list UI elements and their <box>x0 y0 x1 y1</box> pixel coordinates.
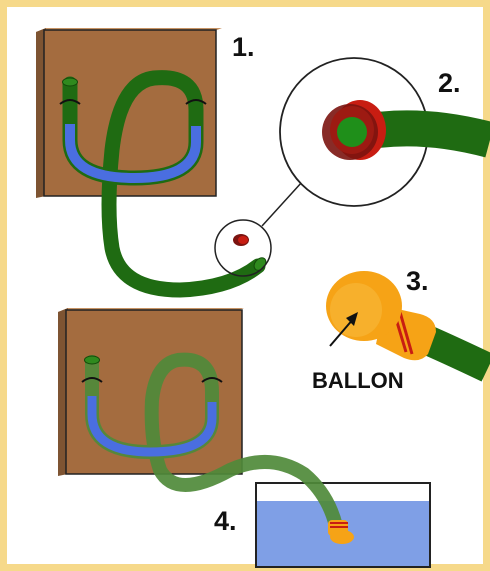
balloon-assembly <box>326 271 490 382</box>
step-1-label: 1. <box>232 32 255 62</box>
step-2-label: 2. <box>438 68 461 98</box>
step1-board <box>36 28 222 198</box>
ballon-label: BALLON <box>312 368 404 393</box>
step1-hose <box>59 70 267 298</box>
ballon-arrow <box>329 312 358 347</box>
zoom-circle <box>279 57 490 207</box>
small-magnifier <box>214 181 303 277</box>
step-4-label: 4. <box>214 506 237 536</box>
step-3-label: 3. <box>406 266 429 296</box>
step4-hose <box>81 352 354 544</box>
